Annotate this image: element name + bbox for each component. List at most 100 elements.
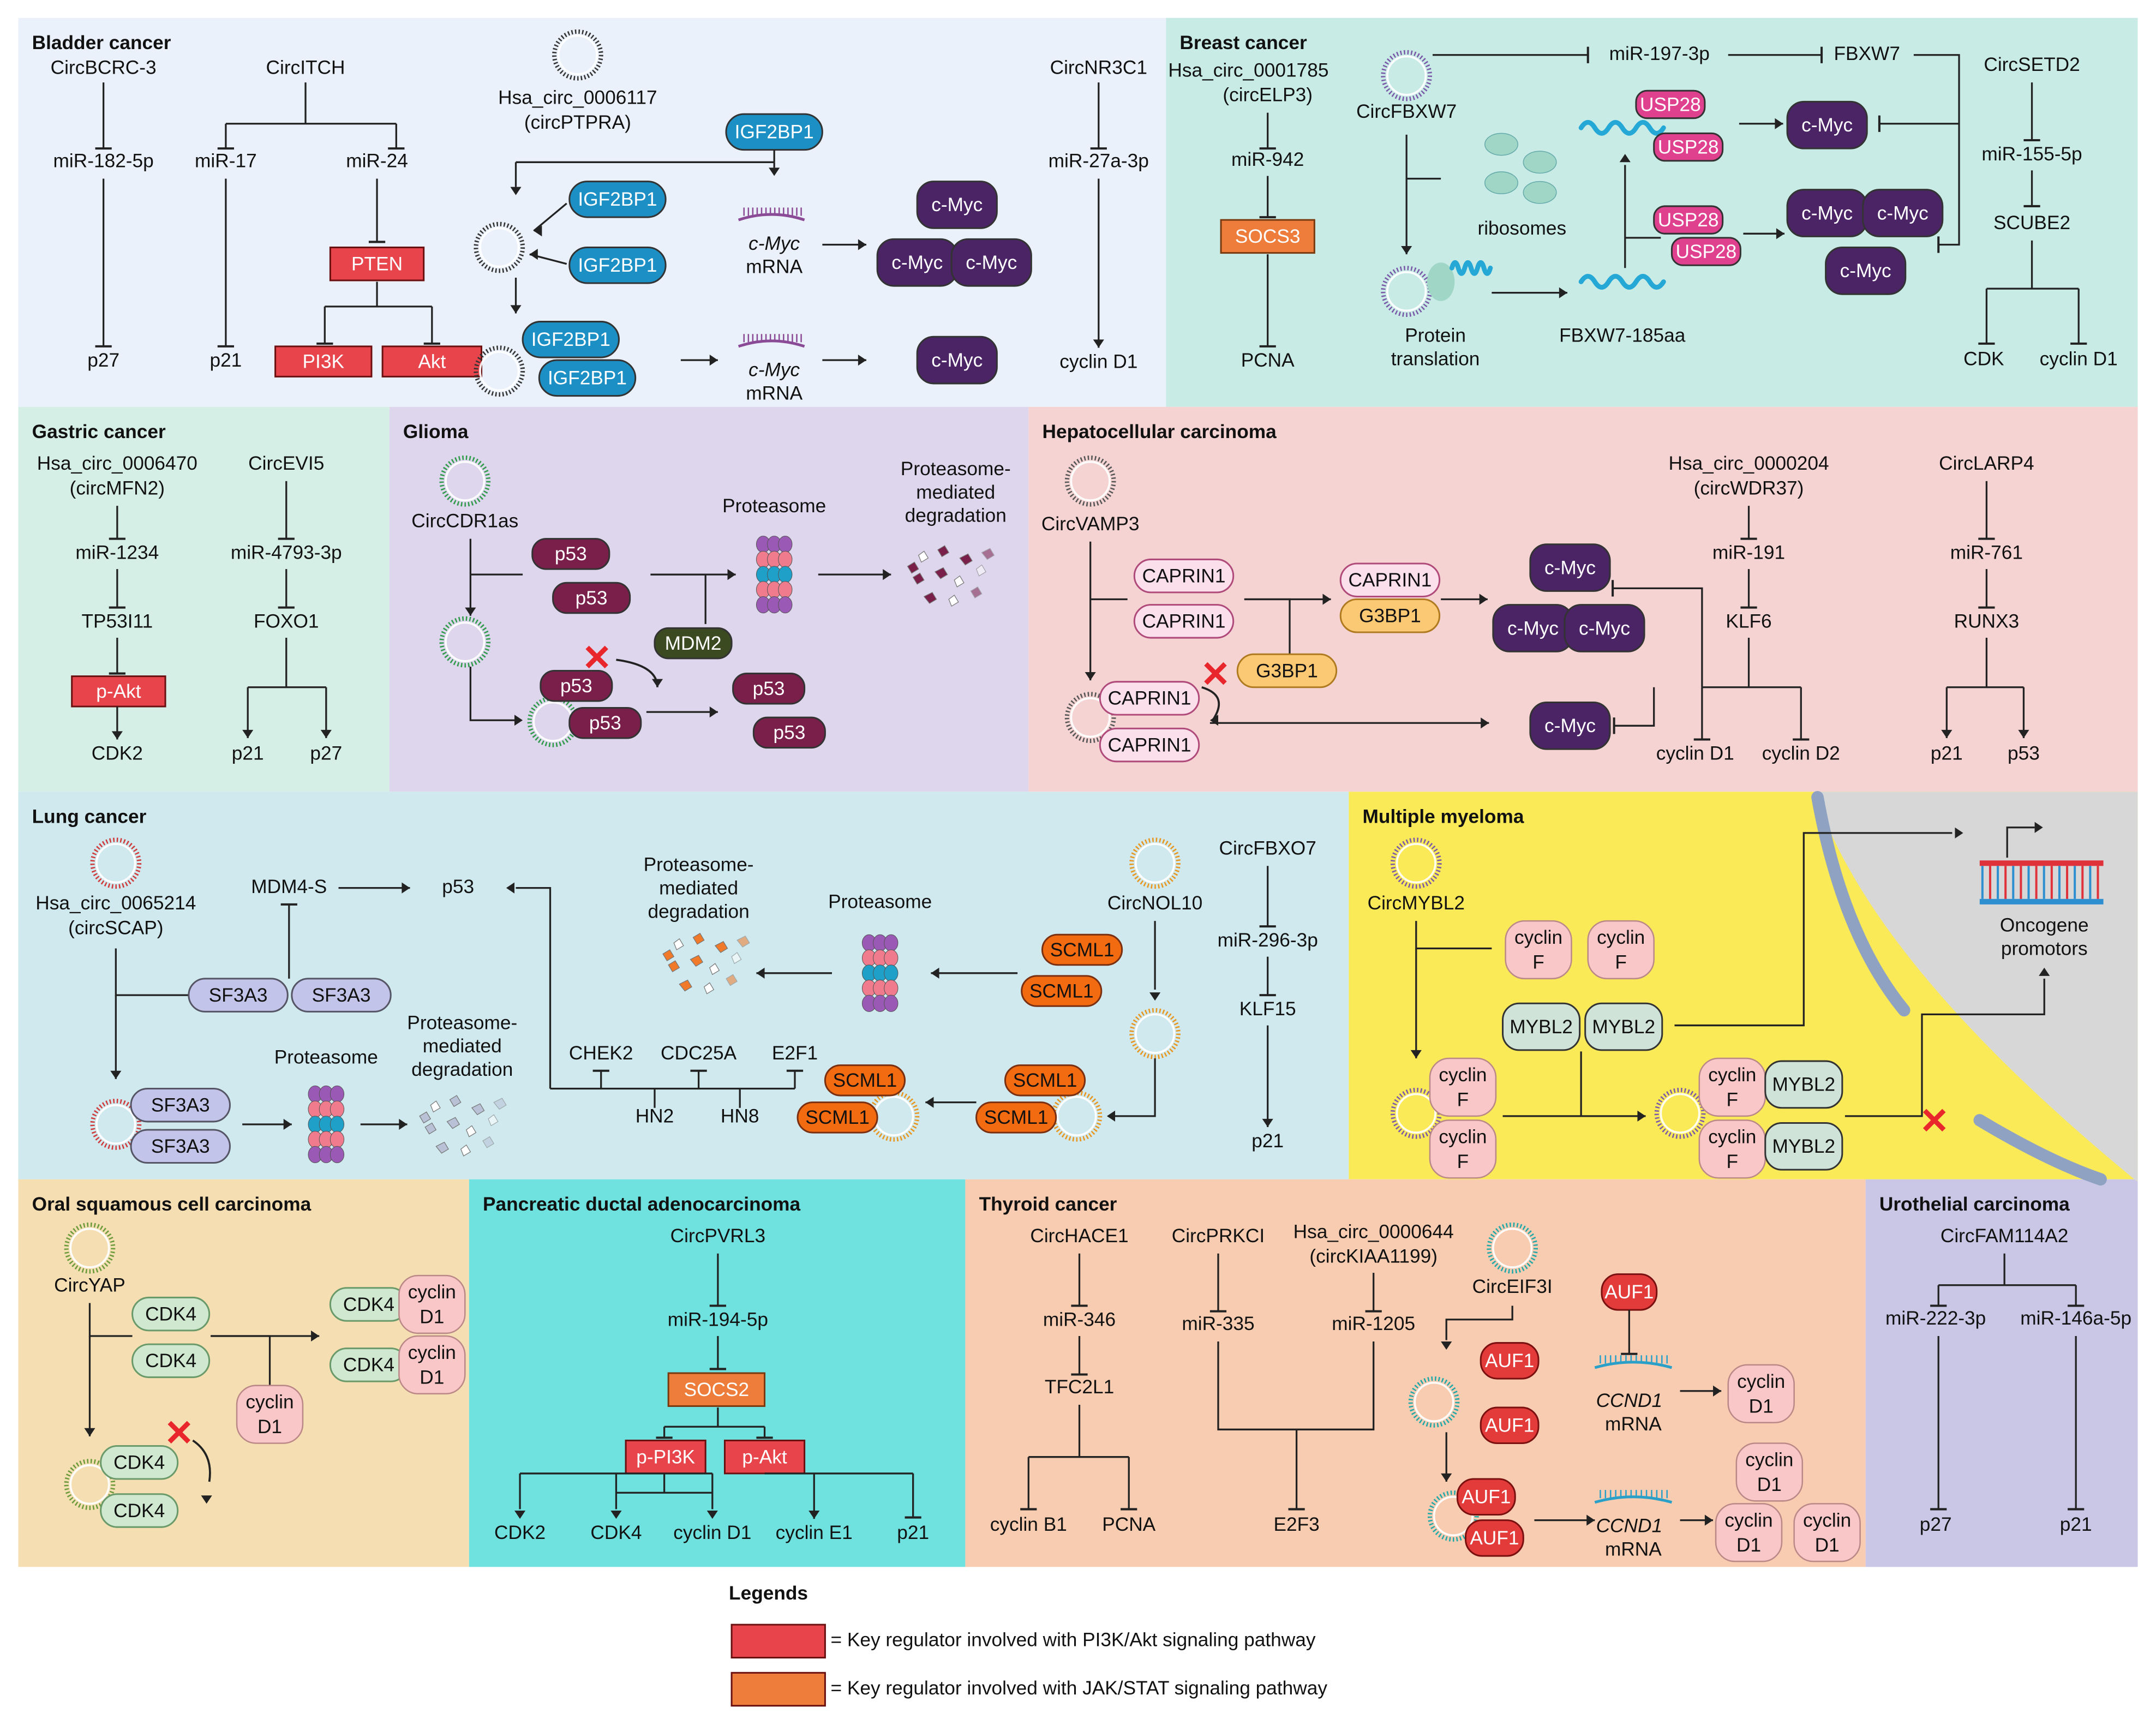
mrna-icon	[1594, 1490, 1673, 1504]
legend-title: Legends	[729, 1583, 808, 1604]
pi3k-node: PI3K	[274, 345, 373, 378]
label-pcna: PCNA	[1102, 1514, 1155, 1535]
label-mir-24: miR-24	[346, 151, 408, 172]
label-mediated: mediated	[659, 877, 738, 899]
arrow-head	[111, 731, 123, 740]
c-myc-node: c-Myc	[950, 238, 1032, 287]
label-ribosomes: ribosomes	[1477, 218, 1566, 239]
igf2bp1-node: IGF2BP1	[538, 359, 637, 397]
node-label: SF3A3	[151, 1095, 210, 1116]
node-label: MYBL2	[1772, 1136, 1835, 1157]
node-label: cyclin	[1737, 1371, 1785, 1392]
label-circfbxo7: CircFBXO7	[1219, 837, 1316, 859]
label-mir-197-3p: miR-197-3p	[1609, 43, 1710, 64]
auf1-node: AUF1	[1480, 1342, 1540, 1380]
label-mir-4793-3p: miR-4793-3p	[231, 542, 342, 564]
sf3a3-node: SF3A3	[291, 978, 392, 1013]
circrna-icon	[64, 1222, 116, 1274]
arrow-head	[2039, 967, 2050, 976]
label-circwdr37: (circWDR37)	[1694, 477, 1804, 499]
node-label: c-Myc	[1877, 202, 1929, 224]
panel-title-pancreatic: Pancreatic ductal adenocarcinoma	[483, 1194, 800, 1215]
cdk4-node: CDK4	[329, 1347, 408, 1382]
connector-line	[1702, 638, 1801, 688]
label-e2f1: E2F1	[772, 1043, 818, 1064]
c-myc-node: c-Myc	[1786, 189, 1868, 237]
label-protein: Protein	[1405, 325, 1466, 346]
node-label: p53	[753, 678, 785, 699]
arrow-head	[1441, 1473, 1452, 1482]
connector-line	[1947, 638, 2024, 688]
node-label: CDK4	[343, 1355, 394, 1376]
node-label: SF3A3	[151, 1136, 210, 1157]
sf3a3-node: SF3A3	[130, 1129, 231, 1164]
connector-line	[1614, 687, 1655, 727]
label-p27: p27	[310, 743, 342, 764]
node-label: c-Myc	[1507, 618, 1559, 639]
connector-line	[516, 149, 775, 163]
node-label: IGF2BP1	[578, 189, 657, 210]
node-label: cyclin	[1803, 1510, 1851, 1531]
arrow-head	[769, 167, 780, 176]
ribosome-icon	[1484, 133, 1519, 156]
c-myc-node: c-Myc	[1529, 543, 1611, 592]
node-label: c-Myc	[931, 194, 983, 215]
panel-title-breast: Breast cancer	[1179, 32, 1307, 53]
label-mir-335: miR-335	[1182, 1313, 1254, 1334]
connector-line	[654, 1088, 741, 1108]
circrna-icon	[1129, 1008, 1181, 1059]
panel-title-hcc: Hepatocellular carcinoma	[1042, 421, 1277, 442]
node-label: USP28	[1640, 94, 1701, 115]
arrow-head	[1401, 245, 1412, 255]
circrna-icon	[1129, 837, 1181, 889]
label-hsa-circ-0065214: Hsa_circ_0065214	[35, 893, 196, 914]
label-p27: p27	[1920, 1514, 1952, 1535]
node-label: p-Akt	[96, 681, 141, 702]
activation-arrow	[533, 202, 567, 232]
usp28-node: USP28	[1653, 205, 1724, 235]
arrow-head	[858, 239, 866, 250]
label-circelp3: (circELP3)	[1223, 85, 1313, 106]
arrow-head	[1559, 287, 1567, 298]
label-cdk2: CDK2	[92, 743, 143, 764]
node-label: USP28	[1676, 241, 1737, 262]
node-label: D1	[420, 1367, 444, 1388]
node-label: cyclin	[1724, 1510, 1772, 1531]
label-cyclin-d1: cyclin D1	[1656, 743, 1734, 764]
label-proteasome: Proteasome	[828, 891, 932, 913]
label-cyclin-d1: cyclin D1	[673, 1522, 751, 1543]
cdk4-node: CDK4	[100, 1493, 179, 1528]
connector-line	[1613, 587, 1703, 687]
node-label: SF3A3	[209, 985, 268, 1006]
label-circnr3c1: CircNR3C1	[1050, 57, 1147, 78]
connector-line	[1986, 240, 2079, 290]
auf1-node: AUF1	[1456, 1478, 1516, 1516]
connector-line	[516, 887, 552, 1089]
node-label: F	[1727, 1151, 1739, 1172]
arrow-head	[1586, 1514, 1595, 1526]
node-label: CAPRIN1	[1108, 688, 1191, 709]
label-degradation: degradation	[411, 1059, 513, 1080]
label-circvamp3: CircVAMP3	[1041, 513, 1140, 535]
proteasome-icon	[861, 934, 899, 1012]
label-proteasome: Proteasome-	[644, 854, 754, 876]
circrna-icon	[1064, 455, 1116, 507]
label-cdk2: CDK2	[494, 1522, 546, 1543]
arrow-head	[1713, 1385, 1722, 1397]
g3bp1-node: G3BP1	[1339, 598, 1441, 633]
panel-gastric	[18, 406, 390, 792]
p53-node: p53	[752, 716, 826, 749]
circrna-icon	[90, 1099, 142, 1150]
node-label: PTEN	[351, 254, 403, 275]
node-label: AUF1	[1485, 1415, 1534, 1436]
mdm2-node: MDM2	[654, 627, 733, 660]
label-fbxw7-185aa: FBXW7-185aa	[1559, 325, 1686, 346]
label-p21: p21	[2060, 1514, 2092, 1535]
connector-line	[1674, 832, 1953, 1027]
blocked-x-icon	[1923, 1109, 1946, 1132]
c-myc-node: c-Myc	[876, 238, 958, 287]
label-circprkci: CircPRKCI	[1172, 1225, 1265, 1247]
